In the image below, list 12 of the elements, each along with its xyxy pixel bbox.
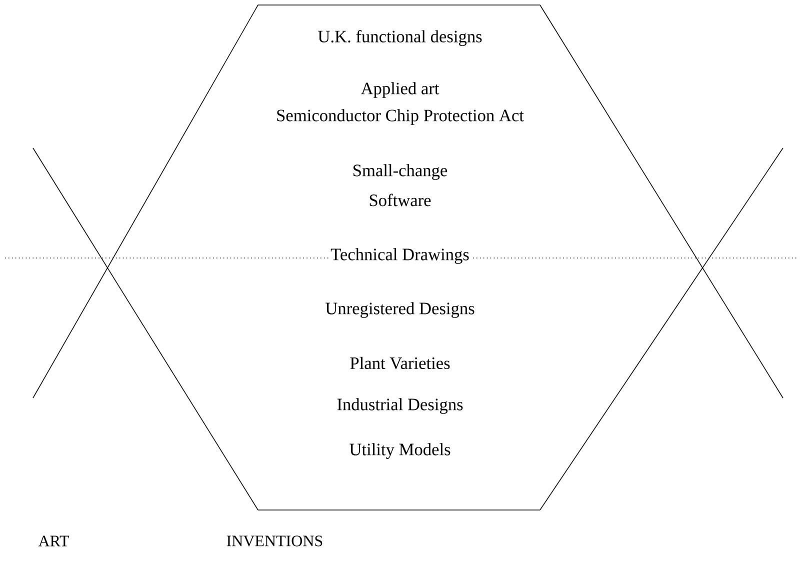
hexagon	[258, 4, 540, 510]
text-line: U.K. functional designs	[316, 28, 484, 48]
text-line: Plant Varieties	[348, 356, 452, 370]
text-line: Utility Models	[348, 442, 452, 460]
category-label: ART	[38, 536, 70, 546]
text-line: Applied art	[359, 80, 441, 100]
text-line: Industrial Designs	[335, 396, 465, 416]
category-label: INVENTIONS	[226, 536, 322, 546]
text-line: Small-change	[351, 162, 449, 182]
text-line: Semiconductor Chip Protection Act	[274, 108, 526, 126]
text-line: Unregistered Designs	[324, 300, 476, 320]
text-line: Software	[367, 192, 433, 208]
